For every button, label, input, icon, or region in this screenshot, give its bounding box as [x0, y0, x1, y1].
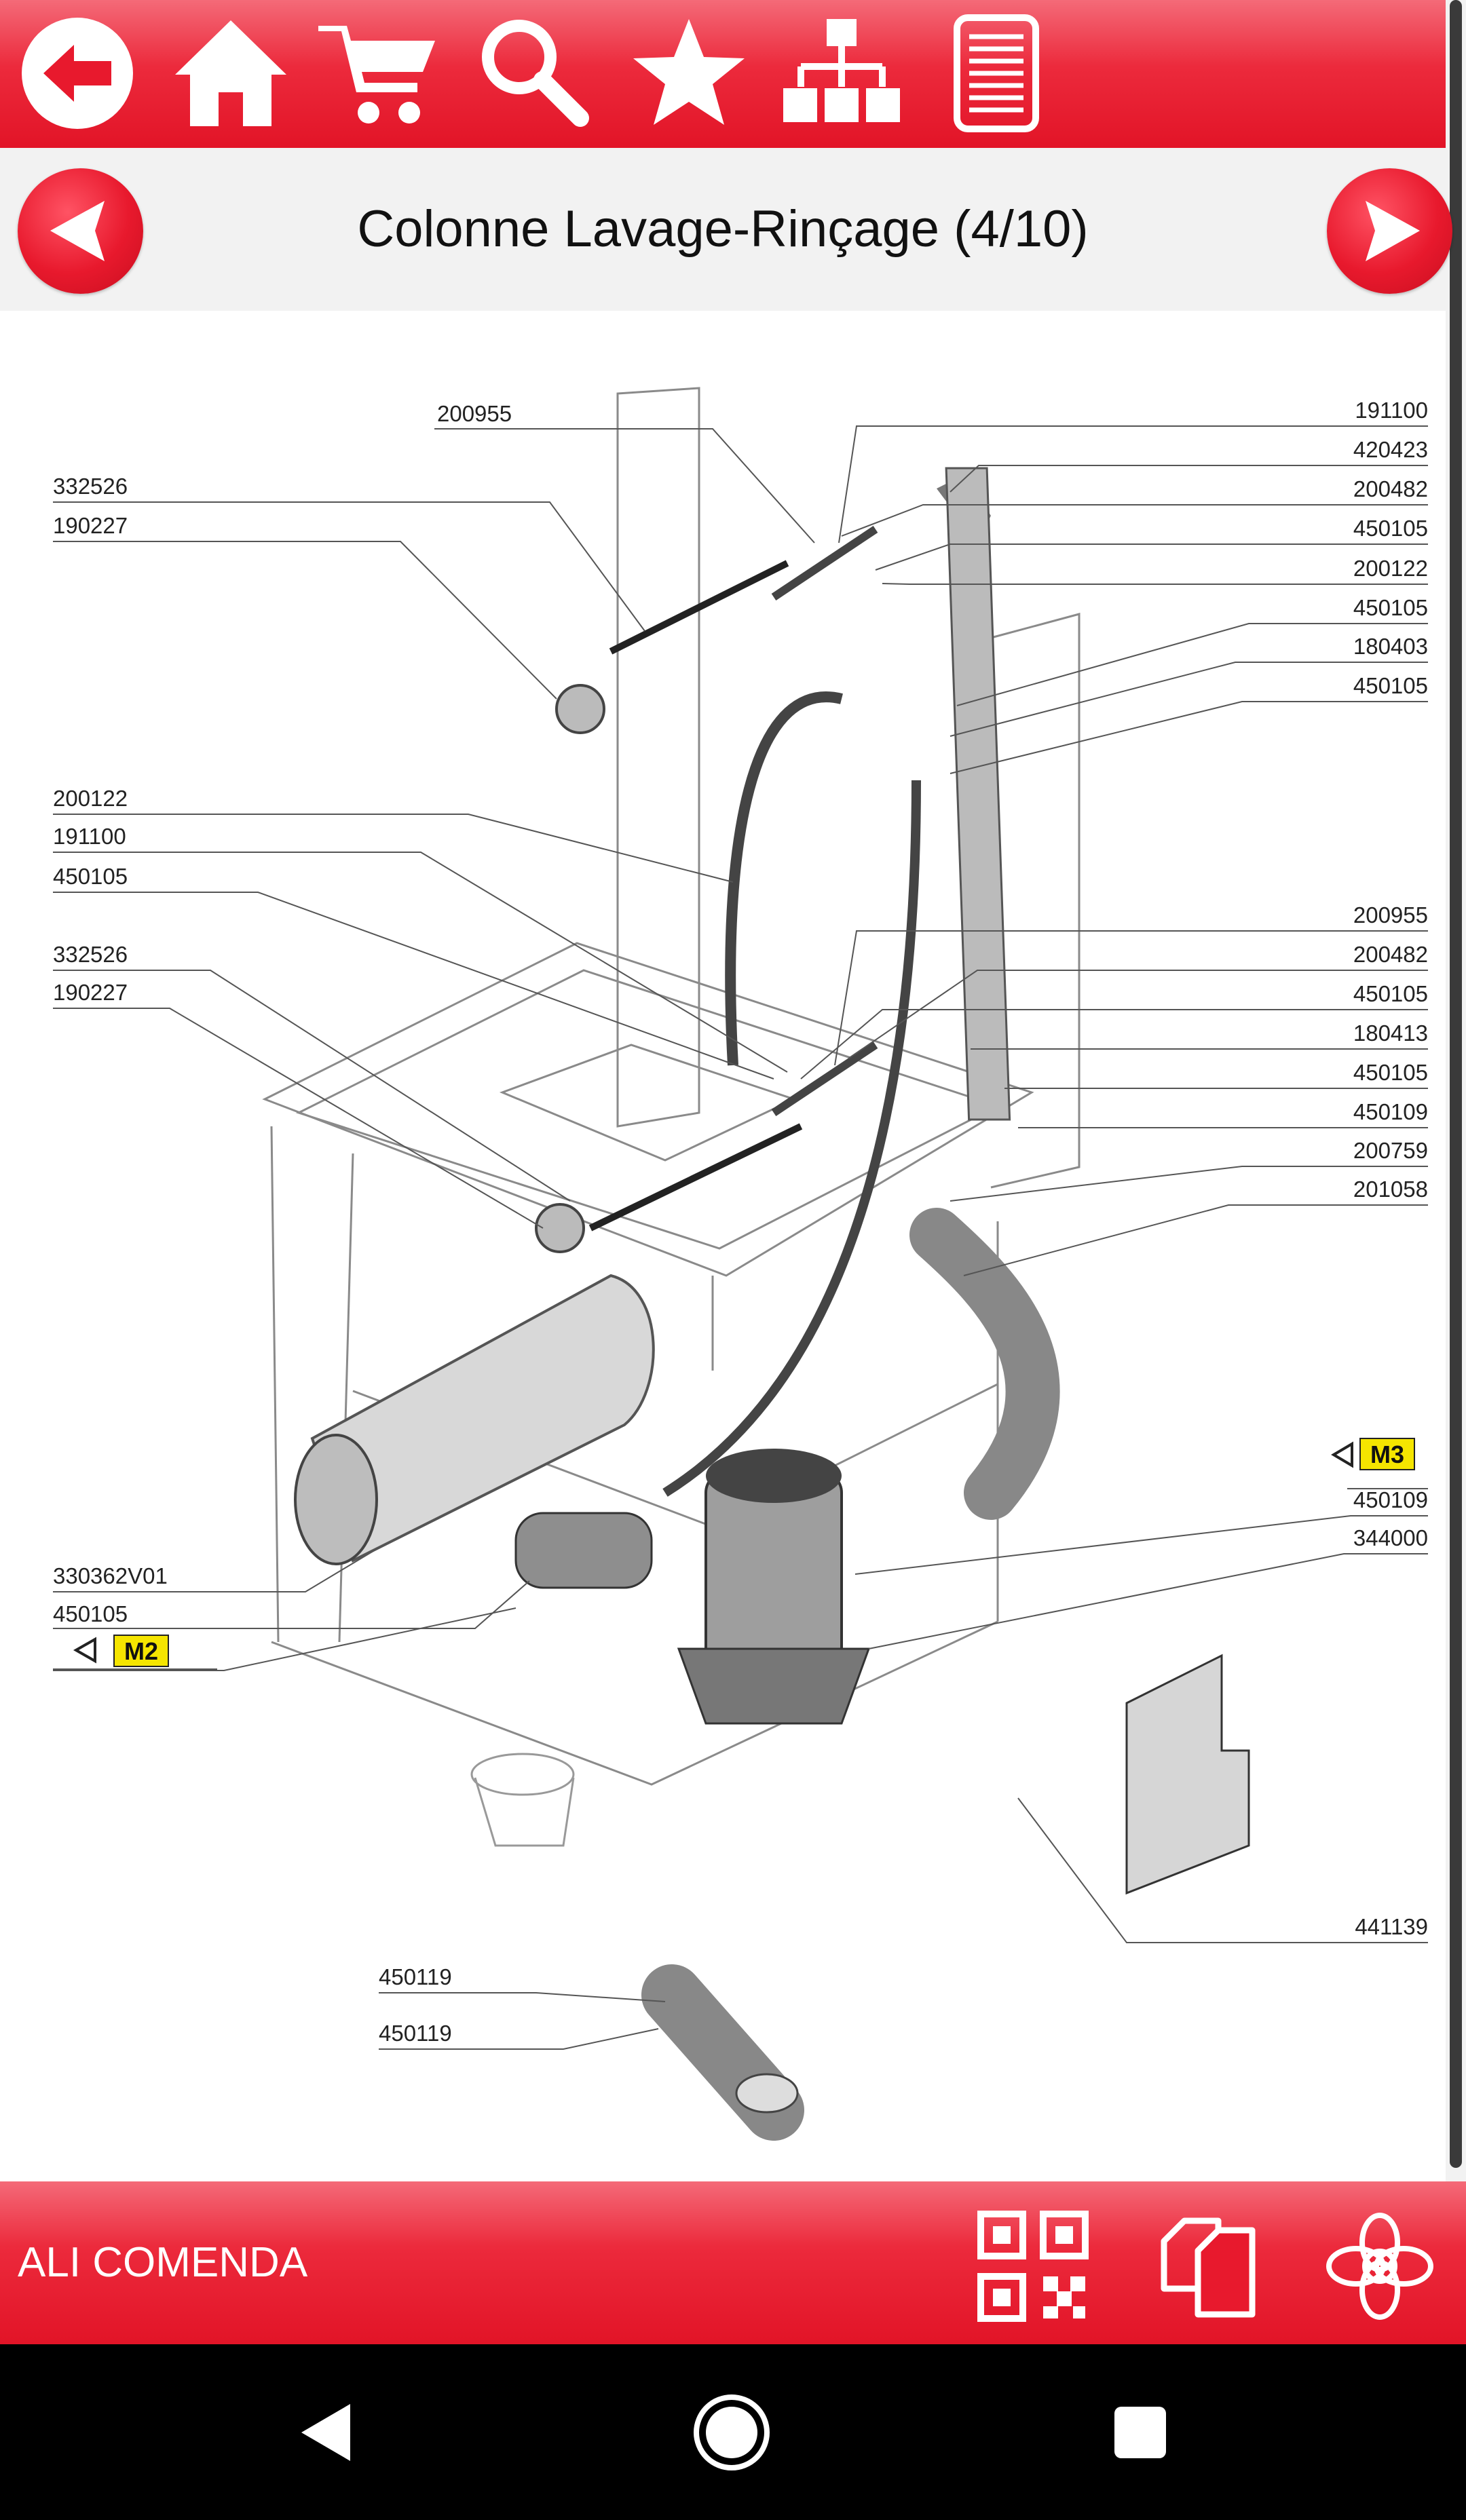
page-header: Colonne Lavage-Rinçage (4/10) — [0, 148, 1452, 311]
part-label[interactable]: 450105 — [1353, 595, 1428, 620]
qr-code-icon[interactable] — [975, 2209, 1091, 2324]
part-label[interactable]: 450109 — [1353, 1487, 1428, 1512]
marker-m2[interactable]: M2 — [73, 1635, 169, 1667]
part-label[interactable]: 450105 — [53, 1601, 128, 1626]
system-back-button[interactable] — [285, 2392, 366, 2473]
part-label[interactable]: 450105 — [1353, 1060, 1428, 1085]
exploded-parts-diagram: 200955 332526 190227 200122 191100 45010… — [0, 311, 1446, 2181]
part-label[interactable]: 200955 — [1353, 902, 1428, 928]
part-label[interactable]: 180403 — [1353, 634, 1428, 659]
drain-sump — [470, 1753, 575, 1847]
part-label[interactable]: 200482 — [1353, 942, 1428, 967]
marker-badge — [113, 1635, 169, 1667]
search-icon[interactable] — [472, 12, 594, 134]
marker-label: M3 — [1370, 1440, 1404, 1468]
brand-name: ALI COMENDA — [18, 2239, 308, 2286]
part-label[interactable]: 190227 — [53, 513, 128, 538]
part-label[interactable]: 330362V01 — [53, 1563, 168, 1588]
star-icon[interactable] — [628, 12, 750, 134]
part-label[interactable]: 450119 — [379, 2021, 452, 2046]
copy-pages-icon[interactable] — [1149, 2209, 1264, 2324]
home-icon[interactable] — [170, 12, 292, 134]
sitemap-icon[interactable] — [781, 12, 903, 134]
page-title: Colonne Lavage-Rinçage (4/10) — [357, 200, 1089, 258]
top-toolbar — [0, 0, 1446, 148]
circle-home-icon — [694, 2394, 770, 2470]
part-label[interactable]: 201058 — [1353, 1177, 1428, 1202]
square-recents-icon — [1114, 2407, 1166, 2458]
scrollbar-thumb[interactable] — [1450, 0, 1462, 2168]
triangle-back-icon — [301, 2404, 350, 2461]
system-recents-button[interactable] — [1100, 2392, 1181, 2473]
part-label[interactable]: 332526 — [53, 942, 128, 967]
part-label[interactable]: 200482 — [1353, 476, 1428, 501]
marker-triangle-icon — [73, 1637, 96, 1664]
part-label[interactable]: 450105 — [1353, 981, 1428, 1006]
part-label[interactable]: 420423 — [1353, 437, 1428, 462]
boiler-tank — [294, 1274, 655, 1565]
part-label[interactable]: 450105 — [53, 864, 128, 889]
mounting-plate — [1125, 1654, 1250, 1895]
back-arrow-icon[interactable] — [16, 12, 138, 134]
part-label[interactable]: 344000 — [1353, 1525, 1428, 1550]
part-label[interactable]: 450105 — [1353, 516, 1428, 541]
leader-lines — [53, 425, 1428, 2050]
part-label[interactable]: 450119 — [379, 1964, 452, 1989]
right-arrow-icon — [1366, 201, 1420, 261]
part-label[interactable]: 450109 — [1353, 1099, 1428, 1124]
marker-triangle-icon — [1331, 1441, 1353, 1468]
part-label[interactable]: 191100 — [1355, 398, 1428, 423]
next-page-button[interactable] — [1327, 168, 1452, 294]
list-icon[interactable] — [935, 12, 1057, 134]
part-label[interactable]: 190227 — [53, 980, 128, 1005]
marker-badge — [1359, 1438, 1415, 1470]
cart-icon[interactable] — [316, 12, 438, 134]
part-label[interactable]: 191100 — [53, 824, 126, 849]
scrollbar[interactable] — [1446, 0, 1466, 2181]
marker-m3[interactable]: M3 — [1331, 1438, 1415, 1470]
marker-label: M2 — [124, 1637, 158, 1665]
left-arrow-icon — [50, 201, 105, 261]
part-labels-right: 191100 420423 200482 450105 200122 45010… — [1353, 398, 1428, 1939]
part-label[interactable]: 200759 — [1353, 1138, 1428, 1163]
system-navigation-bar — [0, 2344, 1466, 2520]
part-label[interactable]: 332526 — [53, 474, 128, 499]
part-label[interactable]: 200122 — [53, 786, 128, 811]
part-label[interactable]: 450105 — [1353, 673, 1428, 698]
part-label[interactable]: 180413 — [1353, 1020, 1428, 1046]
flower-logo-icon[interactable] — [1322, 2209, 1437, 2324]
part-label[interactable]: 200122 — [1353, 556, 1428, 581]
system-home-button[interactable] — [691, 2392, 772, 2473]
drain-hoses — [641, 1208, 1060, 2141]
previous-page-button[interactable] — [18, 168, 143, 294]
wash-pump-motor — [514, 1449, 871, 1725]
part-label[interactable]: 200955 — [437, 401, 512, 426]
part-label[interactable]: 441139 — [1355, 1914, 1428, 1939]
part-labels-left: 200955 332526 190227 200122 191100 45010… — [53, 401, 512, 2046]
bottom-bar: ALI COMENDA — [0, 2181, 1466, 2344]
